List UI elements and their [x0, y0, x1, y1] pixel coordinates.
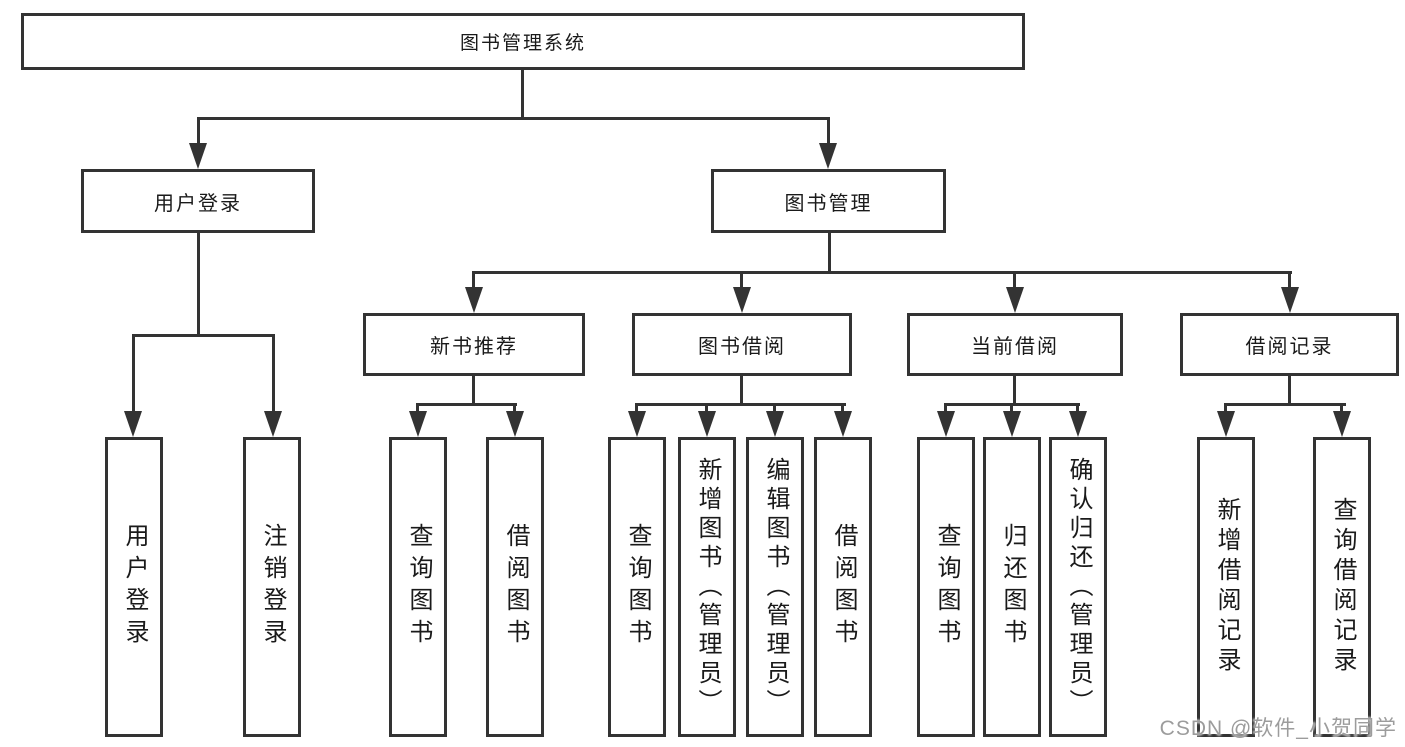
connector-line	[1288, 376, 1291, 406]
leaf-br-query-record: 查询借阅记录	[1313, 437, 1371, 737]
node-current-borrowing: 当前借阅	[907, 313, 1123, 376]
connector-line	[635, 403, 846, 406]
connector-line	[472, 376, 475, 406]
leaf-bb-edit-book-admin: 编辑图书（管理员）	[746, 437, 804, 737]
connector-line	[197, 117, 200, 147]
arrow-down-icon	[506, 411, 524, 437]
arrow-down-icon	[1333, 411, 1351, 437]
connector-line	[1224, 403, 1227, 415]
connector-line	[132, 334, 275, 337]
connector-line	[513, 403, 516, 415]
node-new-book-recommend: 新书推荐	[363, 313, 585, 376]
arrow-down-icon	[124, 411, 142, 437]
node-book-borrowing: 图书借阅	[632, 313, 852, 376]
arrow-down-icon	[1217, 411, 1235, 437]
connector-line	[828, 233, 831, 274]
connector-line	[272, 334, 275, 412]
node-user-login: 用户登录	[81, 169, 315, 233]
connector-line	[1340, 403, 1343, 415]
arrow-down-icon	[819, 143, 837, 169]
leaf-bb-query-books: 查询图书	[608, 437, 666, 737]
connector-line	[197, 117, 830, 120]
leaf-logout: 注销登录	[243, 437, 301, 737]
leaf-cb-confirm-return-admin: 确认归还（管理员）	[1049, 437, 1107, 737]
connector-line	[521, 70, 524, 119]
connector-line	[827, 117, 830, 147]
arrow-down-icon	[189, 143, 207, 169]
arrow-down-icon	[628, 411, 646, 437]
leaf-bb-borrow-books: 借阅图书	[814, 437, 872, 737]
arrow-down-icon	[1006, 287, 1024, 313]
arrow-down-icon	[465, 287, 483, 313]
node-borrowing-records: 借阅记录	[1180, 313, 1399, 376]
arrow-down-icon	[698, 411, 716, 437]
leaf-cb-query-books: 查询图书	[917, 437, 975, 737]
csdn-watermark: CSDN @软件_小贺同学	[1159, 717, 1397, 740]
arrow-down-icon	[766, 411, 784, 437]
connector-line	[705, 403, 708, 415]
connector-line	[1076, 403, 1079, 415]
arrow-down-icon	[834, 411, 852, 437]
connector-line	[472, 271, 1292, 274]
arrow-down-icon	[264, 411, 282, 437]
connector-line	[773, 403, 776, 415]
connector-line	[1013, 271, 1016, 291]
connector-line	[1013, 376, 1016, 406]
arrow-down-icon	[733, 287, 751, 313]
connector-line	[1224, 403, 1346, 406]
connector-line	[1288, 271, 1291, 291]
connector-line	[416, 403, 419, 415]
connector-line	[472, 271, 475, 291]
connector-line	[841, 403, 844, 415]
leaf-cb-return-books: 归还图书	[983, 437, 1041, 737]
connector-line	[944, 403, 947, 415]
connector-line	[197, 233, 200, 337]
connector-line	[1010, 403, 1013, 415]
leaf-user-login: 用户登录	[105, 437, 163, 737]
leaf-br-add-record: 新增借阅记录	[1197, 437, 1255, 737]
connector-line	[635, 403, 638, 415]
arrow-down-icon	[409, 411, 427, 437]
node-book-management: 图书管理	[711, 169, 946, 233]
connector-line	[740, 271, 743, 291]
arrow-down-icon	[1069, 411, 1087, 437]
arrow-down-icon	[1281, 287, 1299, 313]
arrow-down-icon	[1003, 411, 1021, 437]
connector-line	[132, 334, 135, 412]
connector-line	[416, 403, 517, 406]
leaf-nbr-query-books: 查询图书	[389, 437, 447, 737]
leaf-nbr-borrow-books: 借阅图书	[486, 437, 544, 737]
node-root: 图书管理系统	[21, 13, 1025, 70]
leaf-bb-add-book-admin: 新增图书（管理员）	[678, 437, 736, 737]
connector-line	[740, 376, 743, 406]
arrow-down-icon	[937, 411, 955, 437]
